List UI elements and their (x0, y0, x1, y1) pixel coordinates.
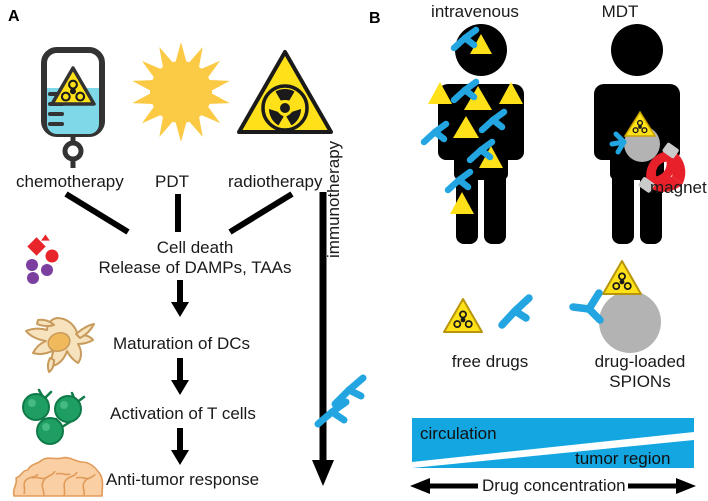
cascade-step-1-line2: Release of DAMPs, TAAs (98, 258, 292, 277)
panel-a-letter: A (8, 8, 20, 25)
legend-label-spions-line1: drug-loaded (594, 352, 686, 371)
biohazard-icon (441, 296, 485, 336)
biohazard-icon (50, 66, 96, 106)
column-title-mdt: MDT (601, 2, 639, 21)
antibody-icon (492, 292, 534, 330)
cascade-arrow-1 (168, 280, 192, 318)
antibody-icon (609, 131, 627, 155)
t-cell-icon (14, 385, 100, 447)
connector-lines (60, 191, 310, 235)
gradient-label-circulation: circulation (420, 424, 497, 443)
tumor-mass-icon (8, 450, 108, 500)
cascade-step-2-label: Maturation of DCs (113, 334, 250, 353)
antibody-icon (327, 374, 367, 408)
sun-icon (131, 42, 231, 142)
biohazard-icon (600, 258, 644, 298)
magnet-icon (638, 142, 708, 216)
drug-gradient-diagram (412, 418, 694, 470)
drug-concentration-label: Drug concentration (482, 476, 626, 495)
iv-bag-biohazard-icon (34, 47, 118, 168)
immunotherapy-label: immunotherapy (324, 140, 343, 258)
legend-label-free-drugs: free drugs (451, 352, 529, 371)
radiation-warning-icon (236, 48, 334, 136)
cascade-arrow-3 (168, 428, 192, 466)
cascade-step-1-line1: Cell death (156, 238, 234, 257)
column-title-intravenous: intravenous (431, 2, 519, 21)
biohazard-icon (623, 110, 657, 137)
legend-label-spions-line2: SPIONs (609, 372, 671, 391)
drug-concentration-axis (408, 474, 698, 498)
modality-label-chemotherapy: chemotherapy (16, 172, 124, 191)
cascade-step-3-label: Activation of T cells (110, 404, 256, 423)
spion-sphere-icon (592, 288, 662, 356)
cascade-step-4-label: Anti-tumor response (106, 470, 260, 489)
human-figure-iv (418, 24, 550, 246)
antibody-icon (565, 287, 611, 327)
modality-label-pdt: PDT (155, 172, 189, 191)
panel-b-letter: B (369, 10, 381, 27)
modality-label-radiotherapy: radiotherapy (228, 172, 323, 191)
dendritic-cell-icon (14, 310, 100, 373)
magnet-label: magnet (650, 178, 707, 197)
antibody-icon (312, 398, 352, 432)
cascade-arrow-2 (168, 358, 192, 396)
gradient-label-tumor-region: tumor region (575, 449, 671, 468)
damp-particles-icon (22, 234, 80, 284)
